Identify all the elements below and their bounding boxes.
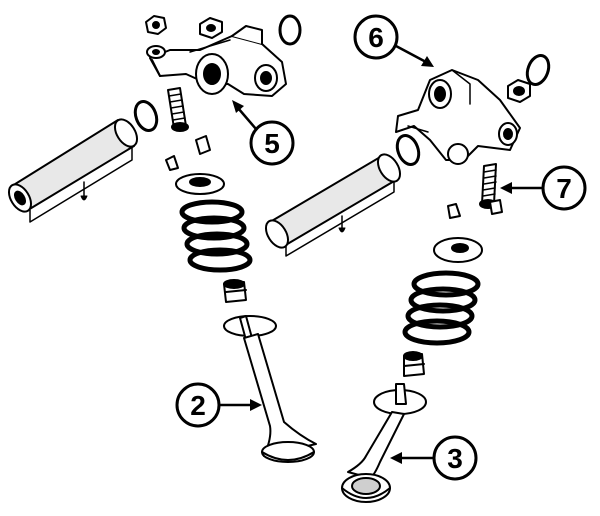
- callout-2: 2: [175, 382, 262, 428]
- callout-3-label: 3: [447, 443, 463, 474]
- right-washer: [525, 53, 551, 87]
- left-nut-small: [146, 45, 166, 59]
- left-rocker-arm: [149, 25, 287, 97]
- callout-3: 3: [390, 435, 478, 481]
- right-pushrod-tube: [264, 153, 402, 257]
- callout-7: 7: [500, 165, 587, 211]
- left-spring-retainer: [175, 173, 225, 195]
- right-o-ring: [395, 133, 421, 167]
- right-stem-seal: [403, 351, 425, 377]
- right-spring-retainer: [433, 237, 483, 263]
- right-nut: [507, 79, 531, 103]
- left-stem-seal: [223, 279, 247, 303]
- left-nut-right: [199, 17, 223, 39]
- right-valve-spring: [402, 270, 481, 346]
- right-valve: [341, 383, 427, 503]
- callout-5-label: 5: [264, 128, 280, 159]
- left-valve-spring: [179, 199, 253, 273]
- right-rocker-arm: [395, 69, 521, 165]
- left-nut-top: [145, 15, 167, 35]
- left-o-ring: [133, 99, 159, 133]
- right-valve-keeper: [447, 199, 503, 219]
- left-adjuster-screw: [167, 87, 189, 132]
- left-valve: [223, 315, 317, 463]
- left-pushrod-tube: [7, 118, 139, 223]
- left-valve-keeper: [165, 135, 211, 171]
- callout-7-label: 7: [556, 173, 572, 204]
- callout-2-label: 2: [190, 390, 206, 421]
- callout-5: 5: [232, 100, 295, 166]
- callout-6-label: 6: [368, 22, 384, 53]
- callout-6: 6: [353, 14, 434, 67]
- left-rocker-washer: [278, 14, 302, 46]
